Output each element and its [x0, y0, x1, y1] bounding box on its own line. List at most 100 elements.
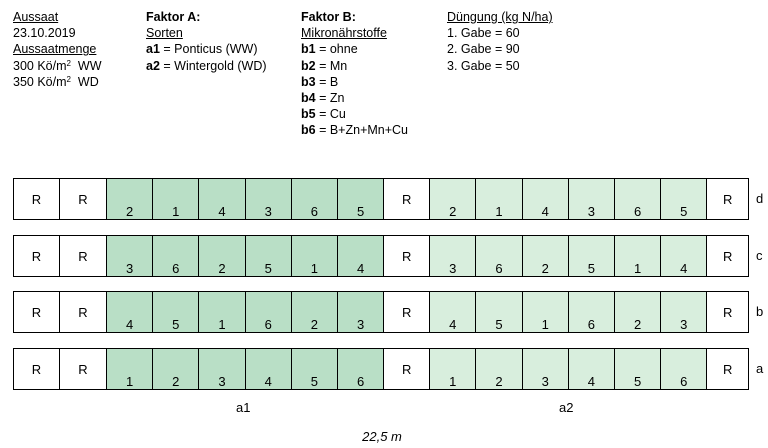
plot-treatment-number: 4: [356, 261, 365, 276]
border-plot: R: [384, 349, 431, 389]
plot-treatment-number: 6: [264, 317, 272, 332]
plot-a2: 4: [522, 179, 569, 219]
plot-treatment-number: 1: [218, 317, 226, 332]
border-plot: R: [14, 292, 60, 332]
plot-treatment-number: 1: [495, 204, 503, 219]
factor-a-item: a2 = Wintergold (WD): [146, 58, 267, 73]
fertilization-title: Düngung (kg N/ha): [447, 10, 553, 24]
plot-treatment-number: 6: [680, 374, 688, 389]
seed-rate-wd: 350 Kö/m2 WD: [13, 74, 99, 89]
seed-rate-title: Aussaatmenge: [13, 42, 97, 57]
row-label-d: d: [756, 191, 764, 206]
border-plot: R: [384, 179, 431, 219]
plot-treatment-number: 2: [633, 317, 642, 332]
plot-treatment-number: 1: [541, 317, 549, 332]
plot-treatment-number: 1: [310, 261, 318, 276]
plot-a1: 4: [107, 292, 154, 332]
plot-treatment-number: 4: [587, 374, 595, 389]
plot-a2: 3: [522, 349, 569, 389]
plot-a2: 6: [661, 349, 708, 389]
border-plot-label: R: [31, 362, 42, 377]
plot-treatment-number: 6: [495, 261, 503, 276]
factor-a-legend: Faktor A: Sorten a1 = Ponticus (WW) a2 =…: [146, 9, 267, 74]
plot-treatment-number: 3: [264, 204, 272, 219]
plot-treatment-number: 3: [356, 317, 365, 332]
plot-a1: 1: [153, 179, 200, 219]
plot-a2: 2: [430, 179, 477, 219]
plot-a2: 1: [476, 179, 523, 219]
factor-a-item: a1 = Ponticus (WW): [146, 42, 258, 57]
border-plot-label: R: [401, 249, 412, 264]
plot-treatment-number: 5: [264, 261, 272, 276]
plot-a1: 6: [291, 179, 338, 219]
border-plot-label: R: [78, 362, 88, 377]
border-plot: R: [14, 349, 60, 389]
fertilization-item: 3. Gabe = 50: [447, 58, 520, 73]
plot-a1: 6: [338, 349, 385, 389]
border-plot-label: R: [78, 305, 88, 320]
plot-treatment-number: 3: [449, 261, 457, 276]
sowing-title: Aussaat: [13, 10, 59, 24]
plot-a1: 1: [199, 292, 246, 332]
plot-treatment-number: 1: [172, 204, 180, 219]
plot-treatment-number: 2: [449, 204, 457, 219]
plot-a1: 3: [107, 236, 154, 276]
plot-a2: 5: [568, 236, 615, 276]
block-label-a2: a2: [559, 400, 574, 415]
plot-a1: 1: [291, 236, 338, 276]
plot-treatment-number: 6: [356, 374, 365, 389]
border-plot: R: [707, 236, 748, 276]
plot-a2: 5: [615, 349, 662, 389]
plot-a2: 6: [615, 179, 662, 219]
plot-treatment-number: 3: [541, 374, 549, 389]
plot-treatment-number: 1: [633, 261, 642, 276]
border-plot-label: R: [401, 362, 412, 377]
plot-a1: 2: [291, 292, 338, 332]
plot-a1: 5: [245, 236, 292, 276]
plot-treatment-number: 6: [633, 204, 642, 219]
factor-b-item: b3 = B: [301, 74, 339, 89]
plot-treatment-number: 5: [680, 204, 688, 219]
plot-a1: 1: [107, 349, 154, 389]
plot-treatment-number: 5: [495, 317, 503, 332]
factor-b-subtitle: Mikronährstoffe: [301, 26, 387, 41]
border-plot: R: [60, 292, 107, 332]
factor-b-item: b1 = ohne: [301, 42, 358, 57]
plot-a1: 5: [338, 179, 385, 219]
plot-a1: 5: [291, 349, 338, 389]
block-label-a1: a1: [236, 400, 251, 415]
plot-a1: 3: [245, 179, 292, 219]
plot-a1: 4: [338, 236, 385, 276]
plot-a1: 5: [153, 292, 200, 332]
plot-treatment-number: 4: [449, 317, 457, 332]
sowing-info: Aussaat 23.10.2019 Aussaatmenge 300 Kö/m…: [13, 9, 102, 90]
plot-treatment-number: 2: [310, 317, 318, 332]
border-plot-label: R: [722, 192, 733, 207]
plot-treatment-number: 6: [310, 204, 318, 219]
border-plot: R: [60, 349, 107, 389]
border-plot-label: R: [78, 192, 88, 207]
plot-a2: 4: [661, 236, 708, 276]
border-plot: R: [384, 292, 431, 332]
plot-treatment-number: 5: [310, 374, 318, 389]
plot-a2: 4: [568, 349, 615, 389]
border-plot: R: [384, 236, 431, 276]
plot-treatment-number: 5: [172, 317, 180, 332]
border-plot: R: [707, 349, 748, 389]
plot-a1: 4: [245, 349, 292, 389]
plot-treatment-number: 5: [633, 374, 642, 389]
plot-a1: 6: [153, 236, 200, 276]
factor-a-title: Faktor A:: [146, 10, 201, 24]
factor-b-item: b2 = Mn: [301, 58, 348, 73]
sowing-date: 23.10.2019: [13, 26, 76, 41]
fertilization-item: 2. Gabe = 90: [447, 42, 520, 57]
plot-treatment-number: 1: [449, 374, 457, 389]
seed-rate-ww: 300 Kö/m2 WW: [13, 58, 102, 73]
plot-a2: 1: [430, 349, 477, 389]
plot-a2: 5: [476, 292, 523, 332]
border-plot-label: R: [722, 249, 733, 264]
plot-a2: 3: [568, 179, 615, 219]
fertilization-legend: Düngung (kg N/ha) 1. Gabe = 60 2. Gabe =…: [447, 9, 553, 74]
